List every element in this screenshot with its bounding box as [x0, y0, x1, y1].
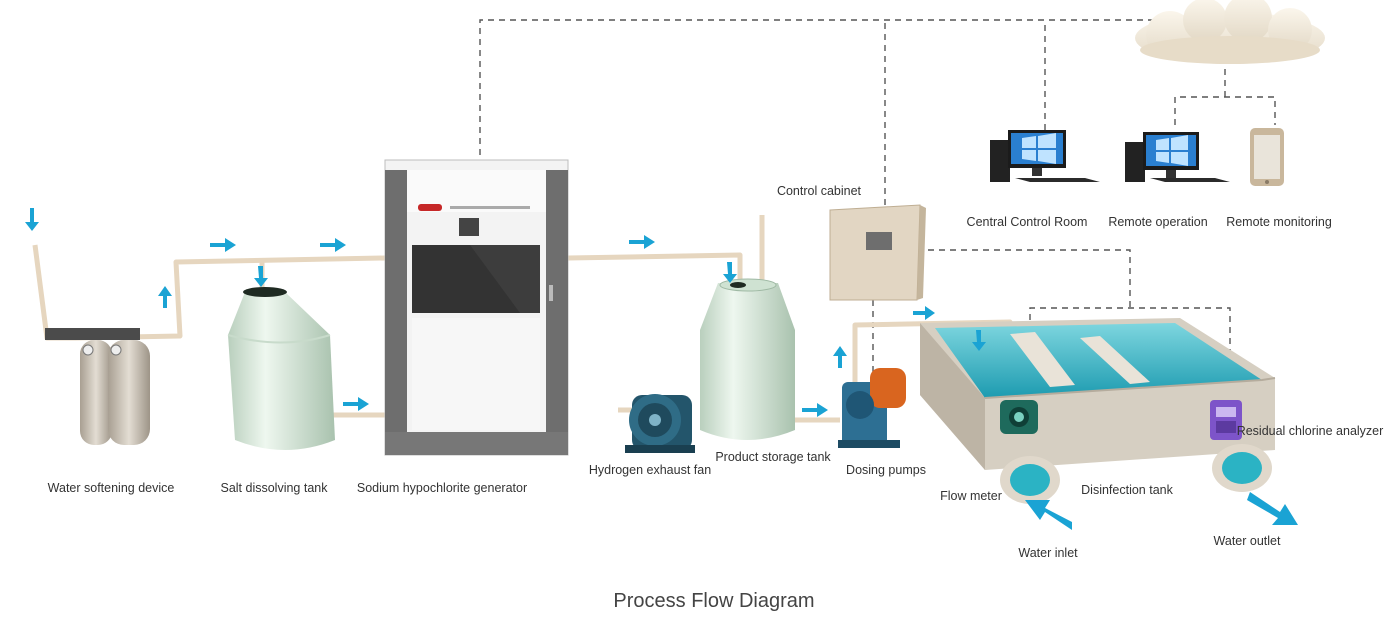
flow-arrow-icon — [343, 397, 369, 411]
label-water-softening-device: Water softening device — [48, 481, 175, 495]
label-product-storage-tank: Product storage tank — [715, 450, 831, 464]
cloud-icon — [1135, 0, 1325, 64]
label-water-outlet: Water outlet — [1214, 534, 1281, 548]
label-sodium-hypochlorite-generator: Sodium hypochlorite generator — [357, 481, 527, 495]
label-salt-dissolving-tank: Salt dissolving tank — [220, 481, 328, 495]
flow-arrow-icon — [210, 238, 236, 252]
residual-chlorine-analyzer — [1210, 400, 1242, 440]
label-dosing-pumps: Dosing pumps — [846, 463, 926, 477]
flow-arrow-icon — [629, 235, 655, 249]
water-softening-device — [45, 328, 150, 445]
flow-arrow-icon — [1247, 492, 1298, 525]
desktop-computer-icon — [990, 130, 1100, 182]
labels: Water softening device Salt dissolving t… — [48, 184, 1384, 612]
flow-arrows — [25, 208, 1298, 530]
label-control-cabinet: Control cabinet — [777, 184, 862, 198]
flow-arrow-icon — [972, 330, 986, 351]
label-flow-meter: Flow meter — [940, 489, 1002, 503]
flow-arrow-icon — [320, 238, 346, 252]
flow-arrow-icon — [254, 266, 268, 287]
sodium-hypochlorite-generator — [384, 159, 569, 456]
dosing-pumps — [838, 368, 906, 448]
flow-arrow-icon — [833, 346, 847, 368]
smartphone-icon — [1250, 128, 1284, 186]
label-water-inlet: Water inlet — [1018, 546, 1078, 560]
control-cabinet — [829, 204, 926, 301]
flow-meter — [1000, 400, 1038, 434]
flow-arrow-icon — [1025, 500, 1072, 530]
product-storage-tank — [700, 278, 795, 440]
desktop-computer-icon — [1125, 132, 1230, 182]
label-remote-operation: Remote operation — [1108, 215, 1207, 229]
flow-arrow-icon — [25, 208, 39, 231]
label-remote-monitoring: Remote monitoring — [1226, 215, 1332, 229]
hydrogen-exhaust-fan — [625, 394, 695, 453]
label-residual-chlorine-analyzer: Residual chlorine analyzer — [1237, 424, 1384, 438]
label-disinfection-tank: Disinfection tank — [1081, 483, 1173, 497]
label-hydrogen-exhaust-fan: Hydrogen exhaust fan — [589, 463, 711, 477]
flow-arrow-icon — [723, 262, 737, 283]
flow-arrow-icon — [913, 306, 935, 320]
flow-arrow-icon — [158, 286, 172, 308]
flow-arrow-icon — [802, 403, 828, 417]
label-central-control-room: Central Control Room — [967, 215, 1088, 229]
diagram-title: Process Flow Diagram — [613, 590, 814, 612]
salt-dissolving-tank — [227, 287, 335, 450]
